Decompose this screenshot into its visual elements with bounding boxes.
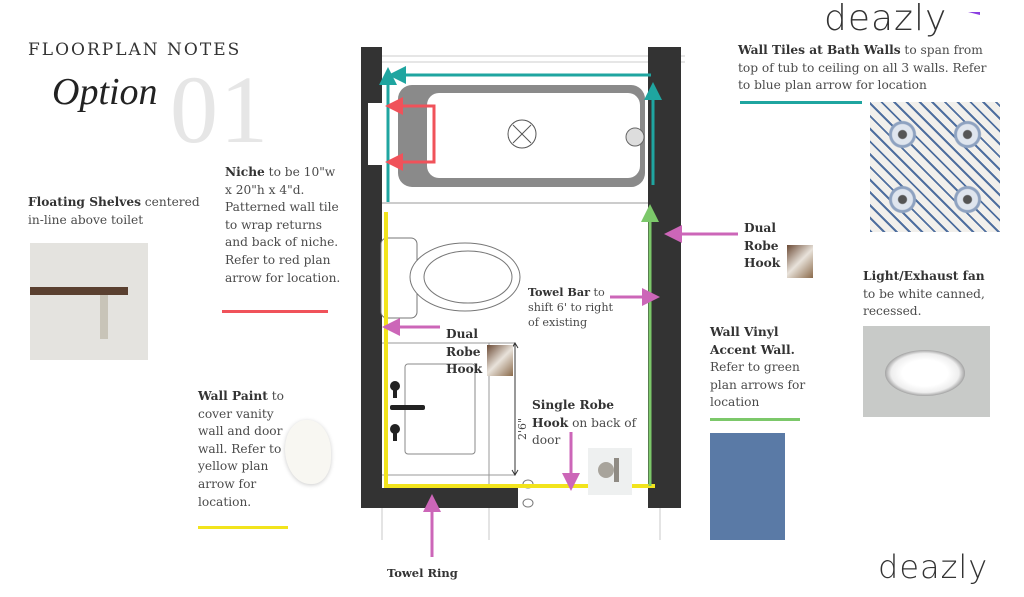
option-number: 01 (170, 56, 270, 163)
dual-robe-hook-center-image (487, 345, 513, 376)
note-heading: Towel Ring (387, 566, 458, 580)
niche-note: Niche to be 10"w x 20"h x 4"d. Patterned… (225, 164, 343, 287)
dual-robe-hook-right-note: Dual Robe Hook (744, 220, 814, 273)
note-heading: Wall Tiles at Bath Walls (738, 43, 901, 57)
note-heading: Single Robe Hook (532, 398, 614, 430)
note-text: centered in-line above toilet (28, 195, 200, 227)
note-text: Refer to green plan arrows for location (710, 360, 806, 410)
blue-vinyl-swatch (710, 433, 785, 540)
red-niche-bracket (394, 104, 436, 164)
teal-legend-line (740, 101, 862, 104)
towel-bar-note: Towel Bar to shift 6' to right of existi… (528, 285, 614, 330)
note-heading: Light/Exhaust fan (863, 269, 985, 283)
bottom-wall-left (361, 488, 518, 508)
note-text: to span from top of tub to ceiling on al… (738, 43, 987, 93)
dimension-line (511, 342, 519, 476)
deazly-logo-bottom: deazly (878, 548, 989, 586)
green-legend-line (710, 418, 800, 421)
deazly-logo-top: deazly (824, 0, 948, 39)
patterned-tile-image (870, 102, 1000, 232)
vanity-faucet-icon (390, 381, 425, 441)
towel-ring-note: Towel Ring (387, 565, 477, 583)
niche (368, 103, 382, 165)
bottom-wall-right (648, 488, 681, 508)
dual-robe-hook-image (787, 245, 813, 278)
note-text: to be 10"w x 20"h x 4"d. Patterned wall … (225, 165, 341, 285)
wall-tiles-note: Wall Tiles at Bath Walls to span from to… (738, 42, 993, 95)
wall-paint-note: Wall Paint to cover vanity wall and door… (198, 388, 290, 511)
tub-drain-icon (507, 119, 537, 149)
light-fan-note: Light/Exhaust fan to be white canned, re… (863, 268, 988, 321)
note-heading: Wall Vinyl Accent Wall. (710, 325, 795, 357)
floating-shelf-image (30, 243, 148, 360)
note-text: on back of door (532, 415, 637, 448)
note-heading: Floating Shelves (28, 195, 141, 209)
note-heading: Dual Robe Hook (744, 221, 781, 271)
paint-swatch-blob (285, 420, 331, 484)
single-robe-hook-note: Single Robe Hook on back of door (532, 397, 642, 450)
bathtub-basin (427, 93, 640, 178)
red-legend-line (222, 310, 328, 313)
yellow-legend-line (198, 526, 288, 529)
note-text: to be white canned, recessed. (863, 286, 985, 319)
recessed-light-image (863, 326, 990, 417)
wall-vinyl-note: Wall Vinyl Accent Wall. Refer to green p… (710, 324, 810, 412)
single-robe-hook-image (588, 448, 632, 495)
toilet-icon (380, 237, 521, 319)
note-text: to shift 6' to right of existing (528, 286, 614, 329)
tub-faucet-icon (625, 127, 645, 147)
note-heading: Dual Robe Hook (446, 327, 483, 377)
dual-robe-hook-center-note: Dual Robe Hook (446, 326, 516, 379)
plan-guidelines (380, 55, 685, 540)
floating-shelves-note: Floating Shelves centered in-line above … (28, 194, 213, 229)
page-title: FLOORPLAN NOTES (28, 40, 242, 60)
logo-accent-icon (968, 12, 980, 15)
note-heading: Niche (225, 165, 265, 179)
note-heading: Towel Bar (528, 285, 590, 299)
dimension-label: 2'6" (516, 418, 529, 440)
note-text: to cover vanity wall and door wall. Refe… (198, 389, 284, 509)
option-script: Option (52, 71, 158, 113)
note-heading: Wall Paint (198, 389, 268, 403)
